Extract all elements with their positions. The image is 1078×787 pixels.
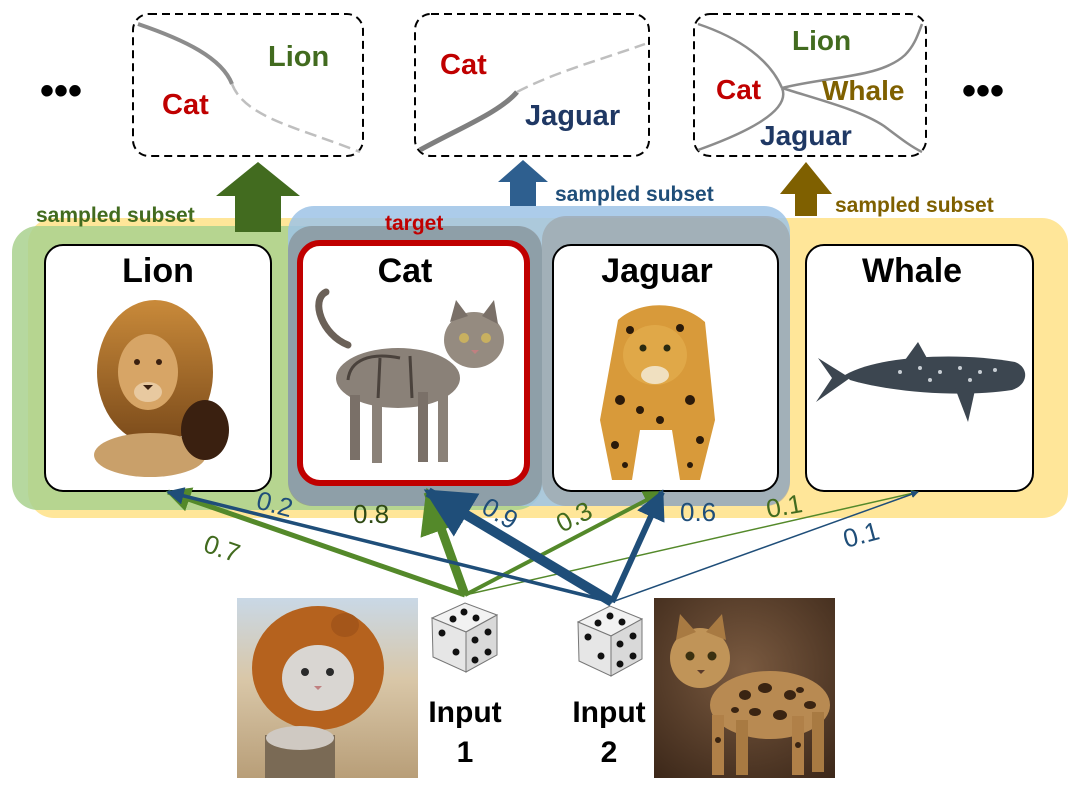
up-arrow-gold [780, 162, 832, 216]
weight-label-input2-jaguar: 0.6 [680, 497, 716, 527]
subset-label-green: sampled subset [36, 204, 195, 227]
edge-input2-lion [166, 487, 613, 604]
weight-label-input1-lion: 0.7 [200, 528, 244, 568]
target-label: target [385, 212, 443, 235]
edge-input1-lion [165, 487, 466, 598]
input-1-image [237, 598, 418, 778]
input-1-label-line1: Input [428, 696, 501, 729]
subset-label-gold: sampled subset [835, 194, 994, 217]
dice-2-icon [576, 605, 644, 677]
ellipsis-left: ••• [40, 69, 82, 113]
class-card-jaguar: Jaguar [552, 244, 779, 492]
input-2-label-line2: 2 [601, 736, 618, 769]
edge-input2-cat [423, 487, 615, 607]
decision-panel-2: Cat Jaguar [414, 13, 650, 157]
class-card-cat-title: Cat [378, 252, 433, 290]
panel-3-label-jaguar: Jaguar [760, 120, 852, 151]
lion-image [94, 300, 229, 477]
panel-3-label-whale: Whale [822, 75, 904, 106]
ellipsis-right: ••• [962, 69, 1004, 113]
jaguar-image [600, 305, 715, 480]
edge-input1-jaguar [464, 490, 664, 597]
decision-panel-1: Lion Cat [132, 13, 364, 157]
class-card-lion-title: Lion [122, 252, 194, 290]
panel-3-label-lion: Lion [792, 25, 851, 56]
panel-2-label-cat: Cat [440, 49, 487, 81]
decision-panel-3: Lion Cat Whale Jaguar [693, 13, 927, 157]
dice-1-icon [430, 602, 499, 673]
weight-label-input1-cat: 0.8 [353, 499, 389, 529]
subset-label-blue: sampled subset [555, 183, 714, 206]
class-card-lion: Lion [44, 244, 272, 492]
up-arrow-blue [498, 160, 548, 206]
weight-label-input2-whale: 0.1 [840, 515, 883, 553]
up-arrow-green [216, 162, 300, 232]
panel-1-label-lion: Lion [268, 41, 329, 73]
input-2-image [654, 598, 835, 778]
panel-1-label-cat: Cat [162, 89, 209, 121]
edge-input2-whale [611, 490, 919, 603]
input-1-label-line2: 1 [457, 736, 474, 769]
whale-image [816, 342, 1026, 422]
weight-label-input1-whale: 0.1 [764, 488, 805, 524]
cat-image [315, 288, 504, 463]
edge-input2-jaguar [609, 489, 665, 604]
class-card-cat: Cat [297, 240, 530, 486]
panel-3-label-cat: Cat [716, 74, 761, 105]
input-2-label-line1: Input [572, 696, 645, 729]
class-card-jaguar-title: Jaguar [601, 252, 713, 290]
edge-input1-whale [464, 489, 919, 596]
class-card-whale: Whale [805, 244, 1034, 492]
class-card-whale-title: Whale [862, 252, 962, 290]
panel-2-label-jaguar: Jaguar [525, 100, 620, 132]
